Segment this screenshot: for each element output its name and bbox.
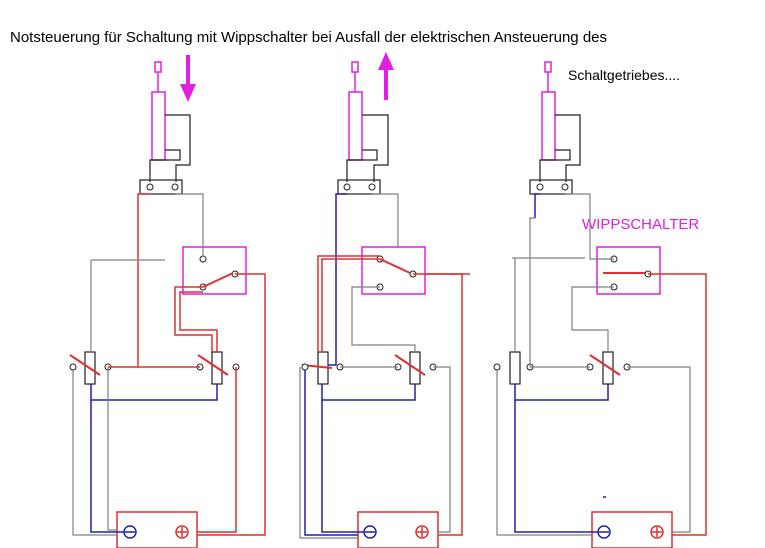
- arrow-up-icon: [378, 52, 394, 100]
- relay-right: [586, 351, 631, 385]
- terminal-block: [139, 179, 183, 195]
- panel-left: [69, 55, 266, 548]
- plunger-sensor: [539, 61, 581, 182]
- relay-left: [301, 351, 344, 385]
- relay-left: [69, 351, 112, 385]
- relay-left: [493, 351, 534, 385]
- wiring-left: [72, 193, 266, 536]
- arrow-down-icon: [180, 55, 196, 102]
- title-line-1: Notsteuerung für Schaltung mit Wippschal…: [10, 29, 607, 46]
- wiring-middle: [299, 193, 470, 539]
- plunger-sensor: [149, 61, 191, 182]
- power-terminals: [116, 511, 198, 548]
- panel-right: [493, 61, 707, 548]
- wiring-right: [496, 193, 707, 536]
- terminal-block: [529, 179, 573, 195]
- power-terminals: [591, 496, 673, 548]
- relay-right: [196, 351, 240, 385]
- wippschalter-label: WIPPSCHALTER: [582, 216, 699, 233]
- title-line-2: Schaltgetriebes....: [568, 67, 680, 83]
- panel-middle: [299, 52, 470, 548]
- rocker-switch: [182, 246, 247, 295]
- terminal-block: [337, 179, 381, 195]
- relay-right: [394, 351, 437, 385]
- plunger-sensor: [346, 61, 389, 182]
- power-terminals: [357, 511, 439, 548]
